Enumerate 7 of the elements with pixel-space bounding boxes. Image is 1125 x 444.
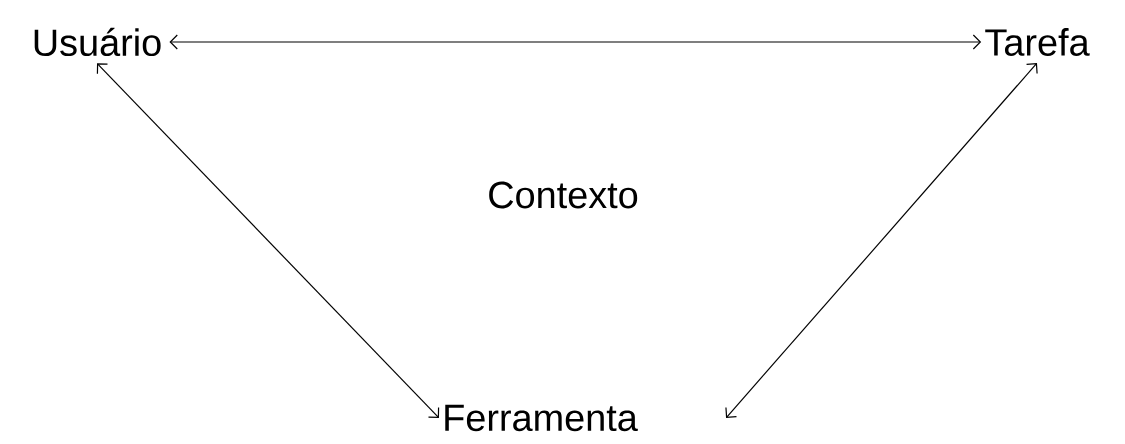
arrow <box>96 63 440 418</box>
node-label: Tarefa <box>985 28 1090 56</box>
node-label: Ferramenta <box>445 404 638 432</box>
center-label: Contexto <box>489 181 638 209</box>
arrow <box>725 63 1038 418</box>
node-label: Usuário <box>34 27 161 57</box>
arrow <box>169 34 982 50</box>
